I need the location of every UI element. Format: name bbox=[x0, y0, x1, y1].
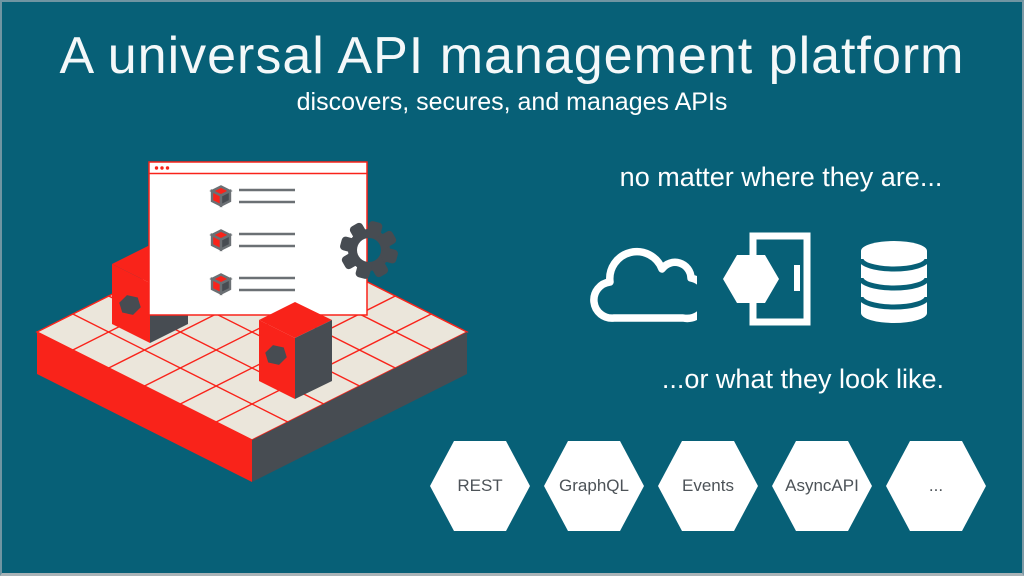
hexagon-shape bbox=[723, 255, 779, 303]
gear-icon bbox=[340, 221, 398, 279]
browser-window-icon bbox=[148, 161, 368, 316]
database-icon bbox=[858, 241, 930, 323]
caption-or-what-they-look-like: ...or what they look like. bbox=[661, 364, 945, 394]
hexagon-label: GraphQL bbox=[559, 476, 629, 495]
cloud-icon bbox=[590, 247, 697, 323]
hexagon-more: ... bbox=[886, 441, 986, 531]
hexagon-graphql: GraphQL bbox=[544, 441, 644, 531]
gateway-door-icon bbox=[723, 232, 811, 326]
hexagon-label: AsyncAPI bbox=[785, 476, 859, 495]
hexagon-label: Events bbox=[682, 476, 734, 495]
hexagon-label: REST bbox=[457, 476, 503, 495]
door-handle bbox=[794, 265, 800, 291]
hexagon-decal bbox=[265, 345, 287, 365]
hexagon-asyncapi: AsyncAPI bbox=[772, 441, 872, 531]
slide-subtitle: discovers, secures, and manages APIs bbox=[296, 88, 728, 116]
isometric-illustration bbox=[35, 161, 469, 482]
api-cube-right bbox=[259, 302, 332, 399]
window-dots bbox=[154, 166, 170, 170]
slide-title: A universal API management platform bbox=[59, 27, 965, 85]
caption-no-matter-where: no matter where they are... bbox=[619, 162, 943, 192]
hexagon-label: ... bbox=[928, 476, 944, 495]
platform-edge-dark bbox=[252, 332, 467, 482]
window-list bbox=[210, 185, 295, 295]
hexagon-decal bbox=[119, 295, 141, 315]
hexagon-events: Events bbox=[658, 441, 758, 531]
platform-edge-red bbox=[37, 332, 252, 482]
hexagon-rest: REST bbox=[430, 441, 530, 531]
